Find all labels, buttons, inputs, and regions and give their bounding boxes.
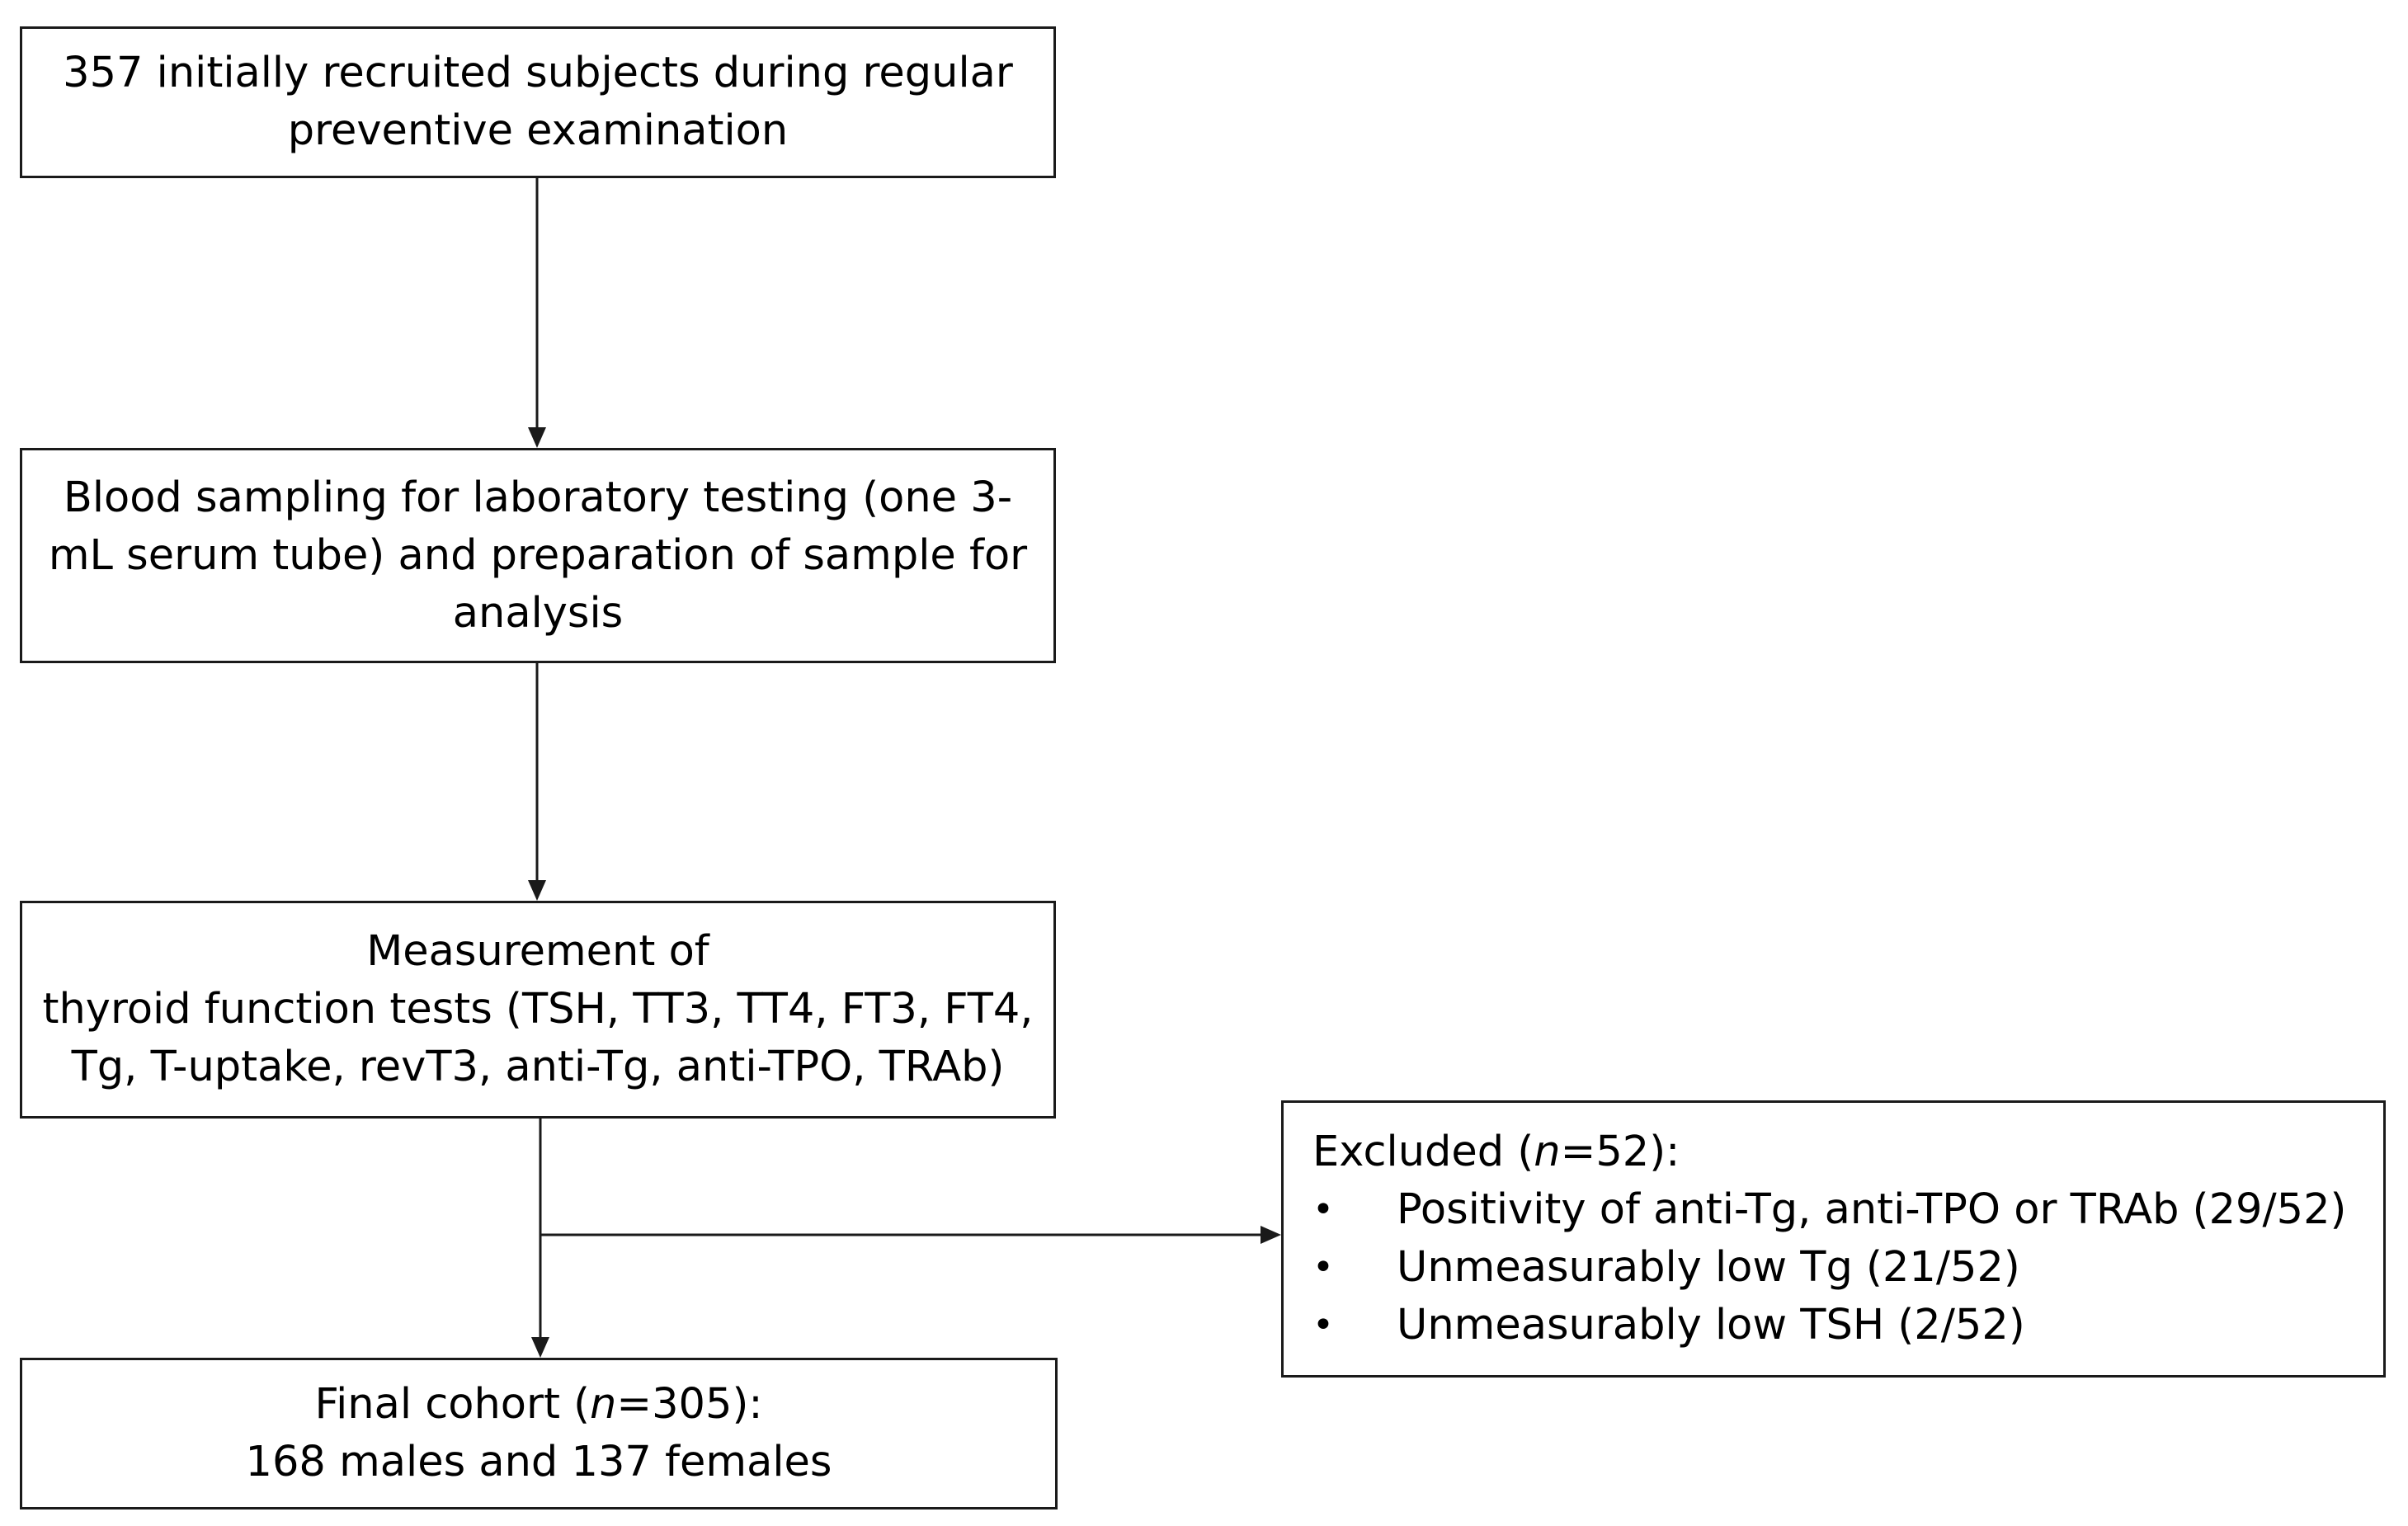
excluded-heading: Excluded (n=52): (1312, 1123, 1680, 1181)
excluded-heading-suffix: =52): (1560, 1128, 1680, 1176)
node-recruited-line-2: preventive examination (287, 106, 789, 155)
excluded-reasons-list: • Positivity of anti-Tg, anti-TPO or TRA… (1312, 1181, 2346, 1354)
excluded-heading-n: n (1534, 1128, 1561, 1176)
node-measurement: Measurement of thyroid function tests (T… (20, 901, 1056, 1119)
excluded-heading-prefix: Excluded ( (1312, 1128, 1534, 1176)
list-item: • Positivity of anti-Tg, anti-TPO or TRA… (1312, 1181, 2346, 1239)
final-cohort-line-2: 168 males and 137 females (245, 1438, 832, 1486)
list-item: • Unmeasurably low Tg (21/52) (1312, 1239, 2346, 1297)
final-cohort-prefix: Final cohort ( (314, 1380, 591, 1429)
arrowhead-recruited-to-sampling (528, 427, 546, 448)
node-sampling-line-1: Blood sampling for laboratory testing (o… (63, 473, 1013, 522)
arrowhead-measurement-to-final (531, 1337, 549, 1358)
final-cohort-suffix: =305): (616, 1380, 763, 1429)
node-measurement-line-2: thyroid function tests (TSH, TT3, TT4, F… (42, 985, 1034, 1034)
node-blood-sampling: Blood sampling for laboratory testing (o… (20, 448, 1056, 663)
excluded-reason-low-tg: Unmeasurably low Tg (21/52) (1397, 1243, 2020, 1292)
node-final-cohort: Final cohort (n=305): 168 males and 137 … (20, 1358, 1058, 1510)
node-recruited-line-1: 357 initially recruited subjects during … (63, 49, 1013, 97)
excluded-reason-antibodies: Positivity of anti-Tg, anti-TPO or TRAb … (1397, 1185, 2347, 1234)
arrowhead-branch-to-excluded (1261, 1226, 1281, 1244)
bullet-icon: • (1312, 1246, 1334, 1288)
arrowhead-sampling-to-measurement (528, 880, 546, 901)
bullet-icon: • (1312, 1304, 1334, 1346)
list-item: • Unmeasurably low TSH (2/52) (1312, 1297, 2346, 1354)
node-recruited-subjects: 357 initially recruited subjects during … (20, 26, 1056, 178)
bullet-icon: • (1312, 1189, 1334, 1231)
node-excluded: Excluded (n=52): • Positivity of anti-Tg… (1281, 1100, 2386, 1378)
excluded-reason-low-tsh: Unmeasurably low TSH (2/52) (1397, 1301, 2025, 1349)
node-sampling-line-2: mL serum tube) and preparation of sample… (48, 530, 1028, 580)
node-sampling-line-3: analysis (452, 588, 624, 638)
final-cohort-line-1: Final cohort (n=305): (314, 1376, 762, 1434)
node-measurement-line-3: Tg, T-uptake, revT3, anti-Tg, anti-TPO, … (71, 1043, 1005, 1091)
final-cohort-n: n (590, 1380, 617, 1429)
node-measurement-line-1: Measurement of (366, 927, 709, 976)
